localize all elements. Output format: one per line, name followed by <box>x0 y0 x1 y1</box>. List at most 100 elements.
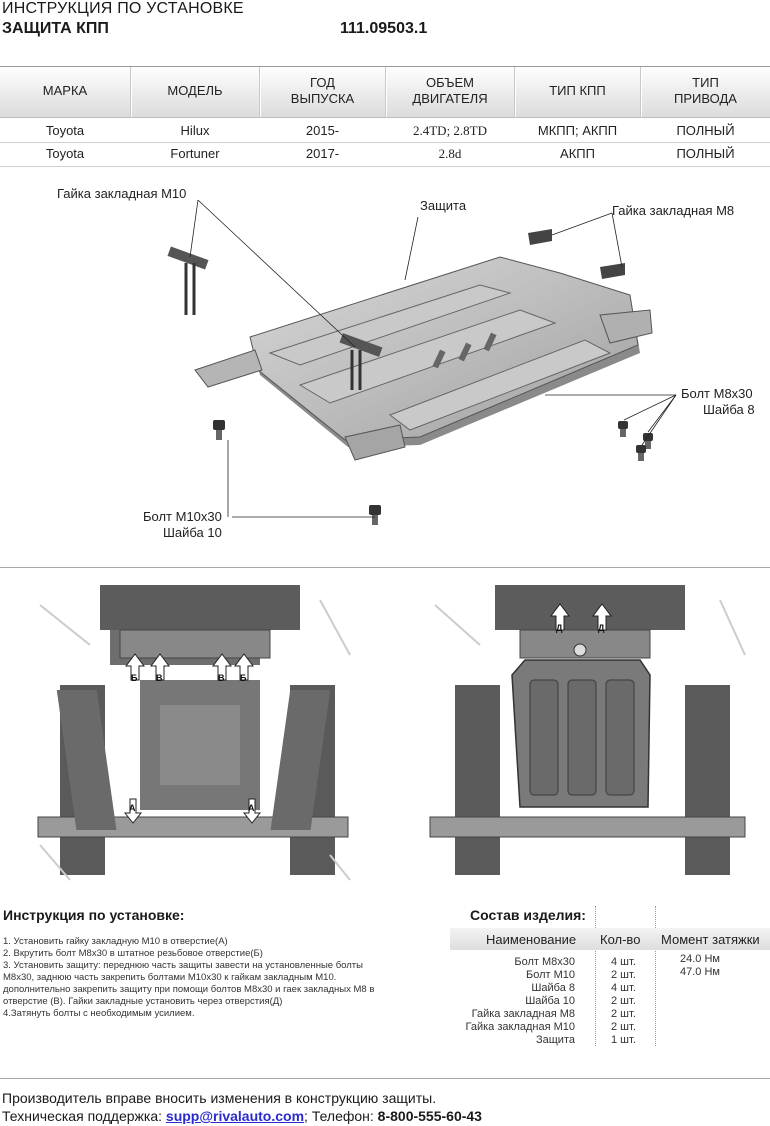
cell-r1-engine: 2.4TD; 2.8TD <box>412 123 488 138</box>
col-header-qty: Кол-во <box>600 932 641 947</box>
support-line: Техническая поддержка: supp@rivalauto.co… <box>2 1108 482 1124</box>
col-header-engine: ОБЪЕМ ДВИГАТЕЛЯ <box>412 75 488 106</box>
col-header-drive: ТИП ПРИВОДА <box>674 75 737 106</box>
cell-r2-brand: Toyota <box>45 146 85 161</box>
phone-number: 8-800-555-60-43 <box>377 1108 482 1124</box>
cell-r2-engine: 2.8d <box>438 146 462 161</box>
label-bolt-m10: Болт М10х30 <box>143 509 222 524</box>
label-washer-10: Шайба 10 <box>163 525 222 540</box>
label-guard: Защита <box>420 198 467 213</box>
leader-lines <box>189 199 677 518</box>
instruction-line: 2. Вкрутить болт М8х30 в штатное резьбов… <box>3 948 263 959</box>
guard-tab-bottom <box>344 424 406 461</box>
underbody-before <box>30 585 360 881</box>
part-qty: 4 шт. <box>611 956 636 968</box>
cell-r2-drive: ПОЛНЫЙ <box>676 146 735 161</box>
part-name: Защита <box>536 1034 575 1046</box>
guard-tab-right <box>599 309 653 344</box>
guard-rib-3 <box>388 339 612 431</box>
label-bolt-m8: Болт М8х30 <box>681 386 753 401</box>
instruction-line: отверстие (В). Гайки закладные установит… <box>3 996 283 1007</box>
installation-photos: Б В В Б А А Д Д <box>30 585 755 881</box>
composition-title: Состав изделия: <box>470 907 586 923</box>
instruction-line: дополнительно закрепить защиту при помощ… <box>3 984 375 995</box>
bolt-m8-part <box>618 421 628 437</box>
cage-nut-m8-part <box>528 229 552 245</box>
instructions-title: Инструкция по установке: <box>3 907 185 923</box>
bolt-m8-part <box>636 445 646 461</box>
col-header-torque: Момент затяжки <box>661 932 760 947</box>
marker-d-2: Д <box>598 623 605 633</box>
product-code: 111.09503.1 <box>340 20 428 37</box>
marker-b-1: Б <box>131 673 138 683</box>
part-name: Шайба 8 <box>531 982 575 994</box>
part-qty: 2 шт. <box>611 1008 636 1020</box>
cell-r1-year: 2015- <box>305 123 340 138</box>
bolt-m10-part <box>369 505 381 525</box>
marker-a-1: А <box>129 803 136 813</box>
cell-r2-model: Fortuner <box>170 146 220 161</box>
col-header-year: ГОД ВЫПУСКА <box>290 75 355 106</box>
marker-arrows-right <box>550 603 612 631</box>
part-torque: 24.0 Нм <box>680 953 720 965</box>
cell-r2-year: 2017- <box>305 146 340 161</box>
spec-table-header: МАРКА МОДЕЛЬ ГОД ВЫПУСКА ОБЪЕМ ДВИГАТЕЛЯ… <box>0 66 770 118</box>
guard-tab-left <box>194 349 263 388</box>
instruction-line: 3. Установить защиту: переднюю часть защ… <box>3 960 363 971</box>
label-washer-8: Шайба 8 <box>703 402 755 417</box>
col-header-model: МОДЕЛЬ <box>167 83 223 98</box>
support-label: Техническая поддержка: <box>2 1108 163 1124</box>
marker-v-2: В <box>218 673 225 683</box>
document-title: ИНСТРУКЦИЯ ПО УСТАНОВКЕ <box>2 0 244 17</box>
bolt-m10-part <box>213 420 225 440</box>
instructions-list: 1. Установить гайку закладную М10 в отве… <box>3 936 403 1020</box>
part-qty: 2 шт. <box>611 969 636 981</box>
part-name: Гайка закладная М10 <box>465 1021 575 1033</box>
instruction-line: 1. Установить гайку закладную М10 в отве… <box>3 936 228 947</box>
cage-nut-m10-part <box>339 333 383 357</box>
part-qty: 1 шт. <box>611 1034 636 1046</box>
part-qty: 2 шт. <box>611 1021 636 1033</box>
instruction-line: 4.Затянуть болты с необходимым усилием. <box>3 1008 195 1019</box>
marker-b-2: Б <box>240 673 247 683</box>
label-cage-nut-m10: Гайка закладная М10 <box>57 186 187 201</box>
part-name: Болт М10 <box>525 969 575 981</box>
spec-table: МАРКА МОДЕЛЬ ГОД ВЫПУСКА ОБЪЕМ ДВИГАТЕЛЯ… <box>0 66 770 172</box>
part-qty: 4 шт. <box>611 982 636 994</box>
marker-a-2: А <box>248 803 255 813</box>
col-header-brand: МАРКА <box>42 83 88 98</box>
phone-label: Телефон: <box>311 1108 374 1124</box>
label-cage-nut-m8: Гайка закладная М8 <box>612 203 735 218</box>
support-email-link[interactable]: supp@rivalauto.com <box>165 1108 305 1124</box>
footer-divider <box>0 1078 770 1079</box>
part-name: Болт М8х30 <box>514 956 575 968</box>
marker-d-1: Д <box>556 623 563 633</box>
cell-r2-gearbox: АКПП <box>560 146 595 161</box>
part-name: Шайба 10 <box>525 995 575 1007</box>
cell-r1-drive: ПОЛНЫЙ <box>676 123 735 138</box>
col-header-gearbox: ТИП КПП <box>549 83 606 98</box>
instruction-line: М8х30, заднюю часть закрепить болтами М1… <box>3 972 337 983</box>
cell-r1-model: Hilux <box>180 123 210 138</box>
marker-v-1: В <box>156 673 163 683</box>
guard-slot <box>483 332 497 352</box>
composition-header: Наименование Кол-во Момент затяжки <box>450 928 770 950</box>
marker-arrows-left <box>123 653 262 824</box>
part-name: Гайка закладная М8 <box>471 1008 575 1020</box>
cell-r1-brand: Toyota <box>45 123 85 138</box>
part-torque: 47.0 Нм <box>680 966 720 978</box>
guard-slot <box>458 342 472 362</box>
section-divider <box>0 567 770 568</box>
bolt-m8-part <box>643 433 653 449</box>
disclaimer: Производитель вправе вносить изменения в… <box>2 1090 437 1106</box>
product-name: ЗАЩИТА КПП <box>2 20 109 37</box>
part-qty: 2 шт. <box>611 995 636 1007</box>
cell-r1-gearbox: МКПП; АКПП <box>537 123 618 138</box>
guard-rib-1 <box>268 284 512 366</box>
cage-nut-m8-part <box>600 263 625 279</box>
col-header-name: Наименование <box>486 932 577 947</box>
parts-diagram <box>167 199 677 525</box>
cage-nut-m10-part <box>167 246 209 270</box>
underbody-after <box>425 585 755 880</box>
guard-slot <box>432 349 446 369</box>
